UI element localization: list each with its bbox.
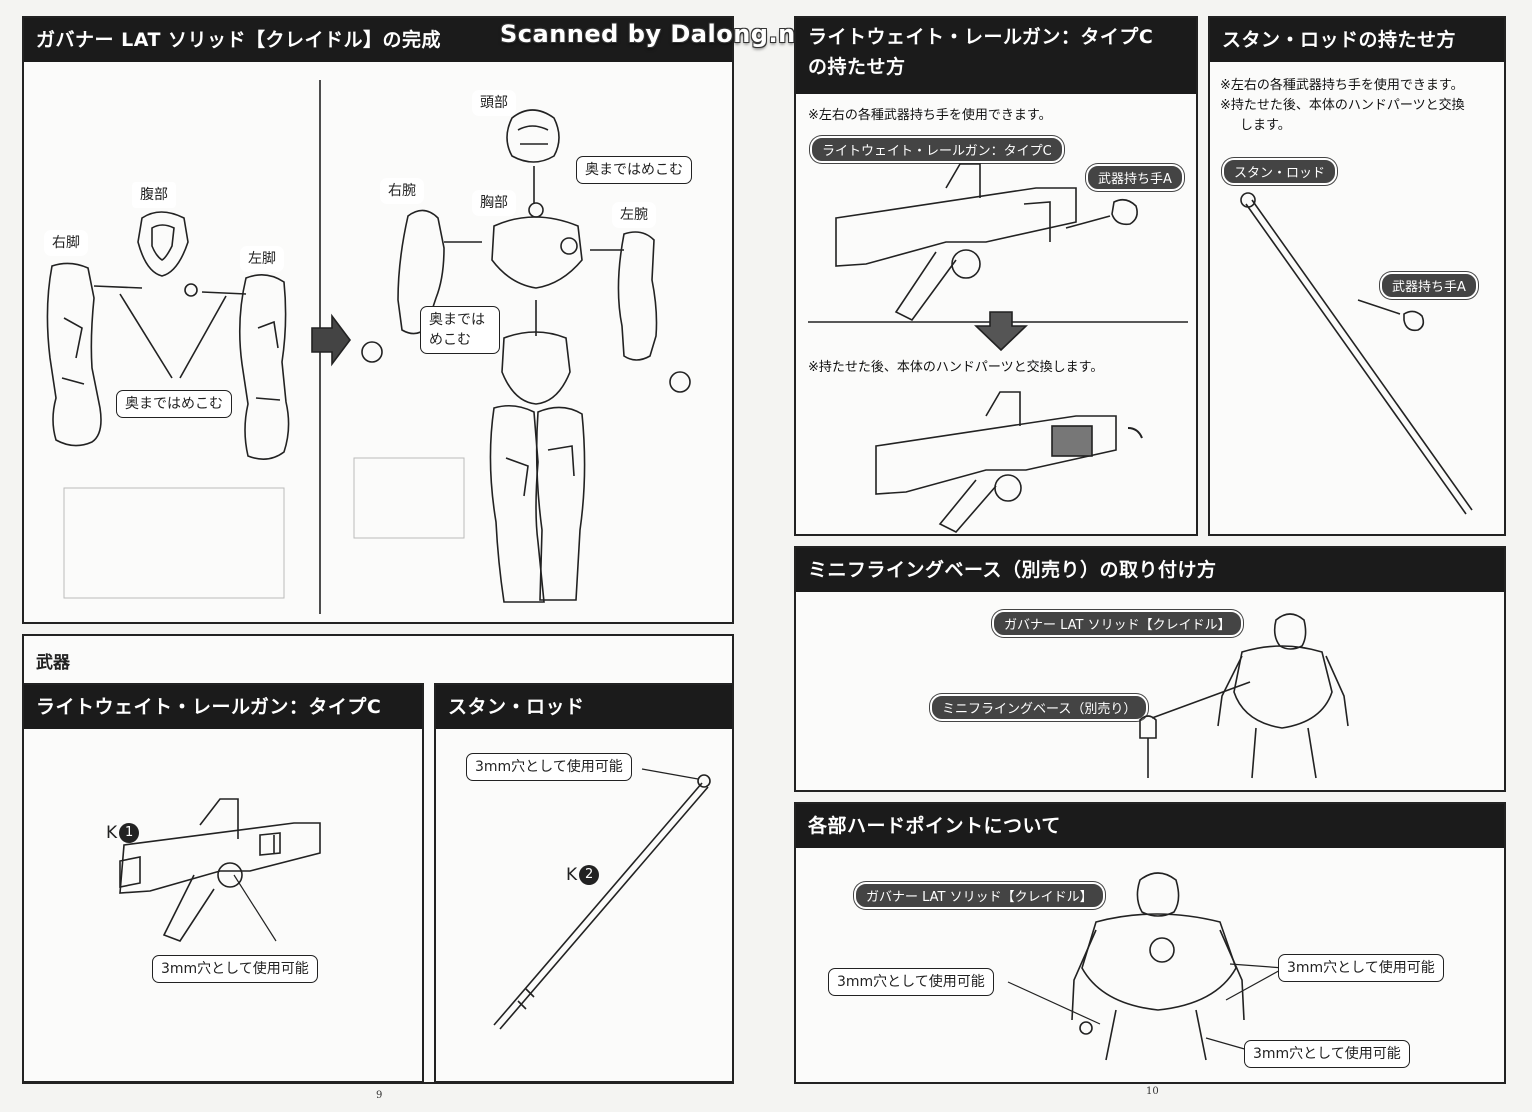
hardpoint-hole-right: 3mm穴として使用可能: [1278, 954, 1444, 982]
hardpoint-hole-bottom: 3mm穴として使用可能: [1244, 1040, 1410, 1068]
hardpoints-title: 各部ハードポイントについて: [796, 804, 1504, 848]
flying-base-panel: ミニフライングベース（別売り）の取り付け方 ガバナー LAT ソリッド【クレイド…: [794, 546, 1506, 792]
stun-rod-hole-note: 3mm穴として使用可能: [466, 753, 632, 781]
hardpoint-hole-left: 3mm穴として使用可能: [828, 968, 994, 996]
rod-hold-illustration: [1240, 192, 1473, 515]
page-number-right: 10: [1146, 1086, 1159, 1097]
rod-hold-panel: スタン・ロッドの持たせ方 ※左右の各種武器持ち手を使用できます。 ※持たせた後、…: [1208, 16, 1506, 536]
label-right-leg: 右脚: [44, 230, 88, 256]
rod-hold-note-line1: ※左右の各種武器持ち手を使用できます。: [1220, 78, 1464, 93]
railgun-hold-panel: ライトウェイト・レールガン：タイプC の持たせ方 ※左右の各種武器持ち手を使用で…: [794, 16, 1198, 536]
railgun-hold-title-line1: ライトウェイト・レールガン：タイプC: [808, 26, 1154, 48]
pill-railgun: ライトウェイト・レールガン：タイプC: [810, 136, 1064, 163]
pill-mini-flying-base: ミニフライングベース（別売り）: [930, 694, 1149, 721]
stun-rod-illustration: [493, 768, 711, 1030]
pill-weapon-hand-a-gun: 武器持ち手A: [1086, 164, 1184, 191]
rod-hold-title: スタン・ロッドの持たせ方: [1210, 18, 1504, 62]
left-page: ガバナー LAT ソリッド【クレイドル】の完成: [22, 16, 734, 1101]
callout-push-in-body: 奥まではめこむ: [420, 306, 500, 354]
railgun-hold-title-line2: の持たせ方: [808, 56, 906, 78]
rod-hold-note-line3: します。: [1240, 118, 1291, 133]
label-left-leg: 左脚: [240, 246, 284, 272]
pill-weapon-hand-a-rod: 武器持ち手A: [1380, 272, 1478, 299]
right-page: ライトウェイト・レールガン：タイプC の持たせ方 ※左右の各種武器持ち手を使用で…: [766, 0, 1532, 1112]
hardpoints-panel: 各部ハードポイントについて ガバナー LAT ソリッド【クレイドル】 3mm穴と…: [794, 802, 1506, 1084]
label-chest: 胸部: [472, 190, 516, 216]
callout-push-in-head: 奥まではめこむ: [576, 156, 692, 184]
weapons-title: 武器: [36, 653, 70, 673]
railgun-hole-note: 3mm穴として使用可能: [152, 955, 318, 983]
railgun-hold-note2: ※持たせた後、本体のハンドパーツと交換します。: [808, 360, 1104, 375]
assembly-illustration: [46, 80, 691, 614]
flying-base-illustration: [1139, 613, 1349, 779]
stun-rod-title: スタン・ロッド: [436, 685, 732, 729]
label-abdomen: 腹部: [132, 182, 176, 208]
pill-model-flying: ガバナー LAT ソリッド【クレイドル】: [992, 610, 1243, 637]
page-number-left: 9: [376, 1090, 383, 1101]
pill-model-hardpoints: ガバナー LAT ソリッド【クレイドル】: [854, 882, 1105, 909]
label-left-arm: 左腕: [612, 202, 656, 228]
hardpoints-illustration: [1007, 872, 1285, 1061]
railgun-hold-illustration: [808, 163, 1188, 533]
rod-hold-note-line2: ※持たせた後、本体のハンドパーツと交換: [1220, 98, 1465, 113]
railgun-hold-title: ライトウェイト・レールガン：タイプC の持たせ方: [796, 18, 1196, 94]
railgun-illustration: [119, 798, 321, 942]
railgun-title: ライトウェイト・レールガン：タイプC: [24, 685, 422, 729]
completion-title: ガバナー LAT ソリッド【クレイドル】の完成: [24, 18, 732, 62]
completion-panel: ガバナー LAT ソリッド【クレイドル】の完成: [22, 16, 734, 624]
label-head: 頭部: [472, 90, 516, 116]
callout-push-in-legs: 奥まではめこむ: [116, 390, 232, 418]
watermark: Scanned by Dalong.net: [500, 20, 825, 48]
railgun-hold-note1: ※左右の各種武器持ち手を使用できます。: [808, 108, 1052, 123]
label-right-arm: 右腕: [380, 178, 424, 204]
flying-base-title: ミニフライングベース（別売り）の取り付け方: [796, 548, 1504, 592]
pill-stun-rod: スタン・ロッド: [1222, 158, 1338, 185]
